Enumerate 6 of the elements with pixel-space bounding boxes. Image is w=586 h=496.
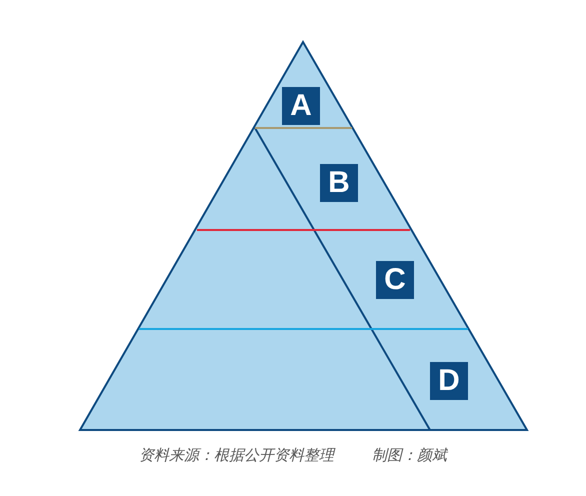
source-note: 制图：颜斌 xyxy=(372,446,447,465)
letter-label: B xyxy=(320,164,358,202)
letter-label: A xyxy=(282,87,320,125)
letter-label: D xyxy=(430,362,468,400)
letter-label: C xyxy=(376,261,414,299)
source-note: 资料来源：根据公开资料整理 xyxy=(139,446,334,465)
